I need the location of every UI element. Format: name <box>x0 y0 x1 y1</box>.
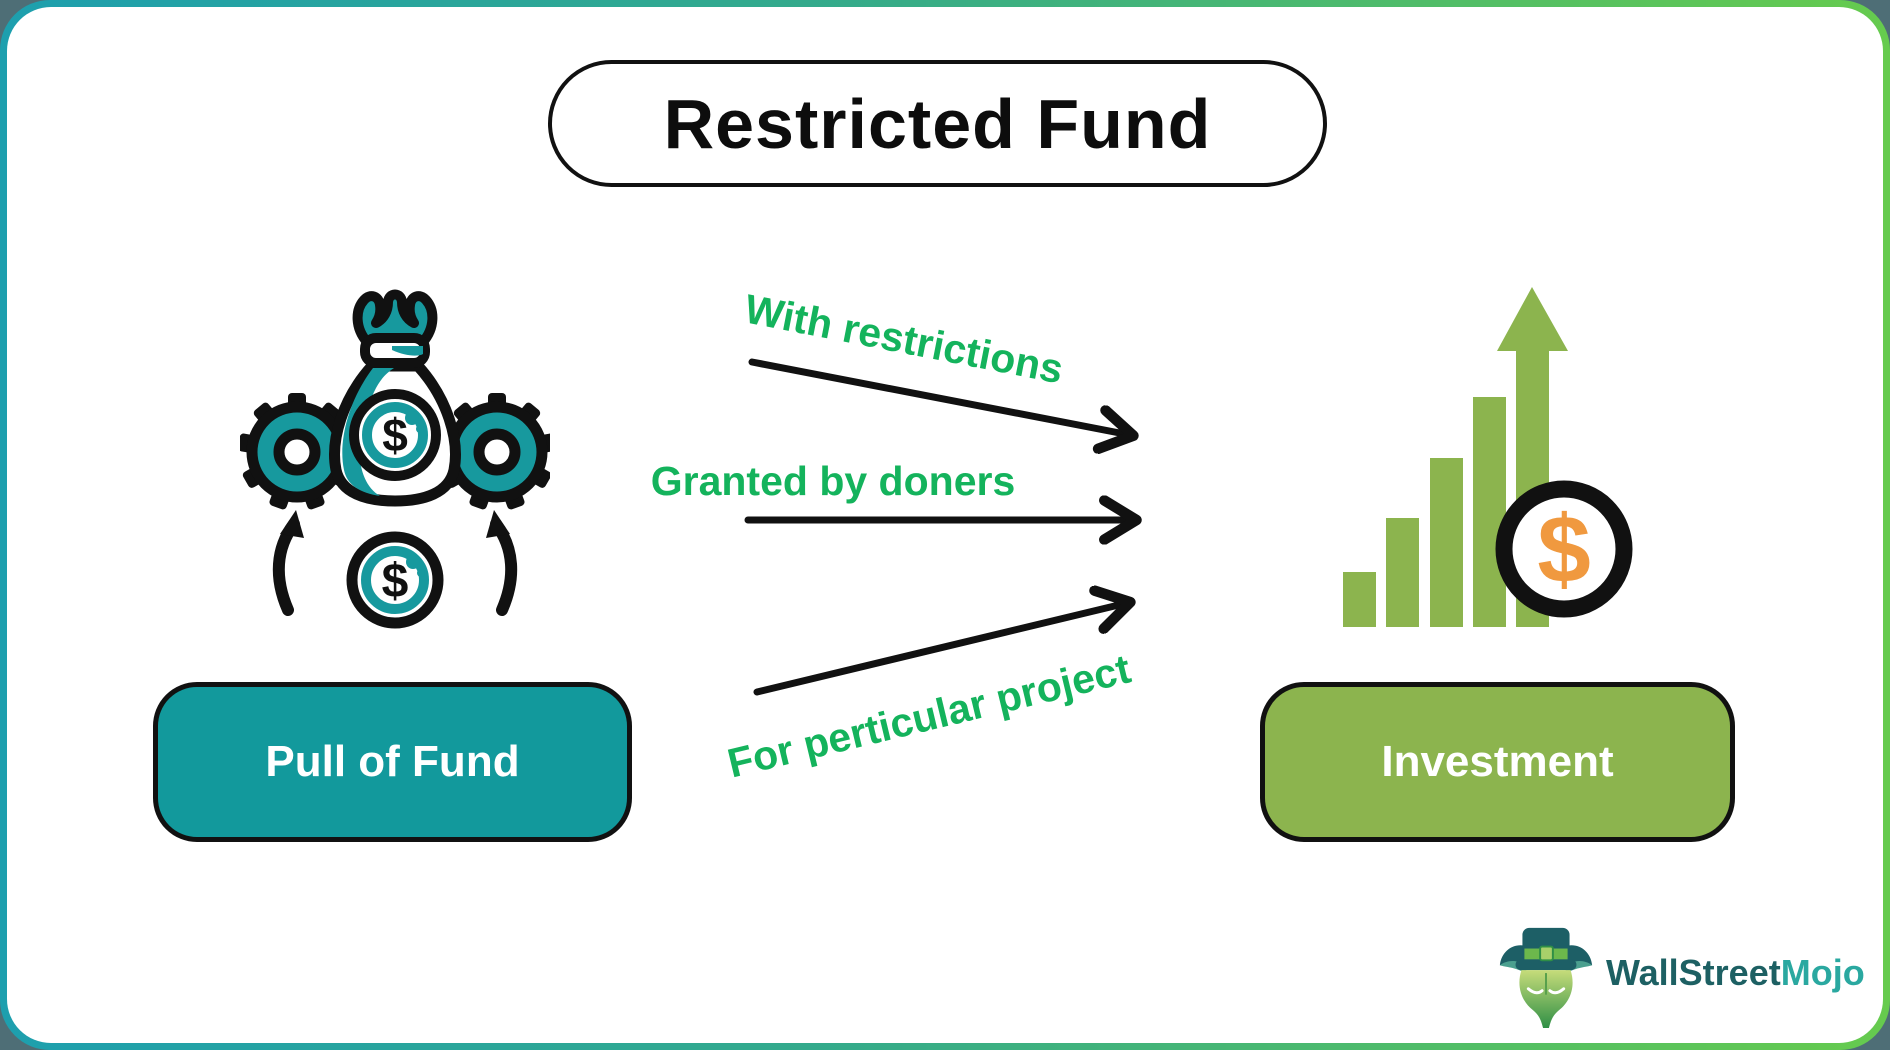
dollar-coin-icon: $ <box>1495 480 1633 618</box>
brand-logo: WallStreetMojo <box>1492 922 1872 1034</box>
logo-text-primary: WallStreet <box>1606 952 1781 993</box>
money-bag-icon: $ <box>329 289 461 507</box>
bar-chart-bars <box>1343 287 1568 627</box>
flow-arrows <box>744 358 1170 696</box>
dollar-sign: $ <box>382 409 408 461</box>
brand-logo-text: WallStreetMojo <box>1606 948 1865 998</box>
source-node: Pull of Fund <box>153 682 632 842</box>
flow-arrow <box>748 358 1130 435</box>
target-node: Investment <box>1260 682 1735 842</box>
up-arrow-icon <box>1497 287 1568 351</box>
target-node-label: Investment <box>1381 737 1614 786</box>
diagram-title: Restricted Fund <box>663 84 1212 163</box>
dollar-coin-icon: $ <box>346 531 444 629</box>
money-bag-gears-icon: $ $ <box>240 289 550 629</box>
dollar-sign: $ <box>1537 496 1590 603</box>
flow-arrow <box>753 603 1127 696</box>
logo-text-secondary: Mojo <box>1780 952 1865 993</box>
title-box: Restricted Fund <box>548 60 1327 187</box>
growth-bar-chart-icon: $ <box>1343 287 1633 627</box>
dollar-sign: $ <box>382 555 409 608</box>
flow-label: Granted by doners <box>650 458 1016 504</box>
bull-mascot-icon <box>1499 927 1593 1029</box>
source-node-label: Pull of Fund <box>265 737 520 786</box>
